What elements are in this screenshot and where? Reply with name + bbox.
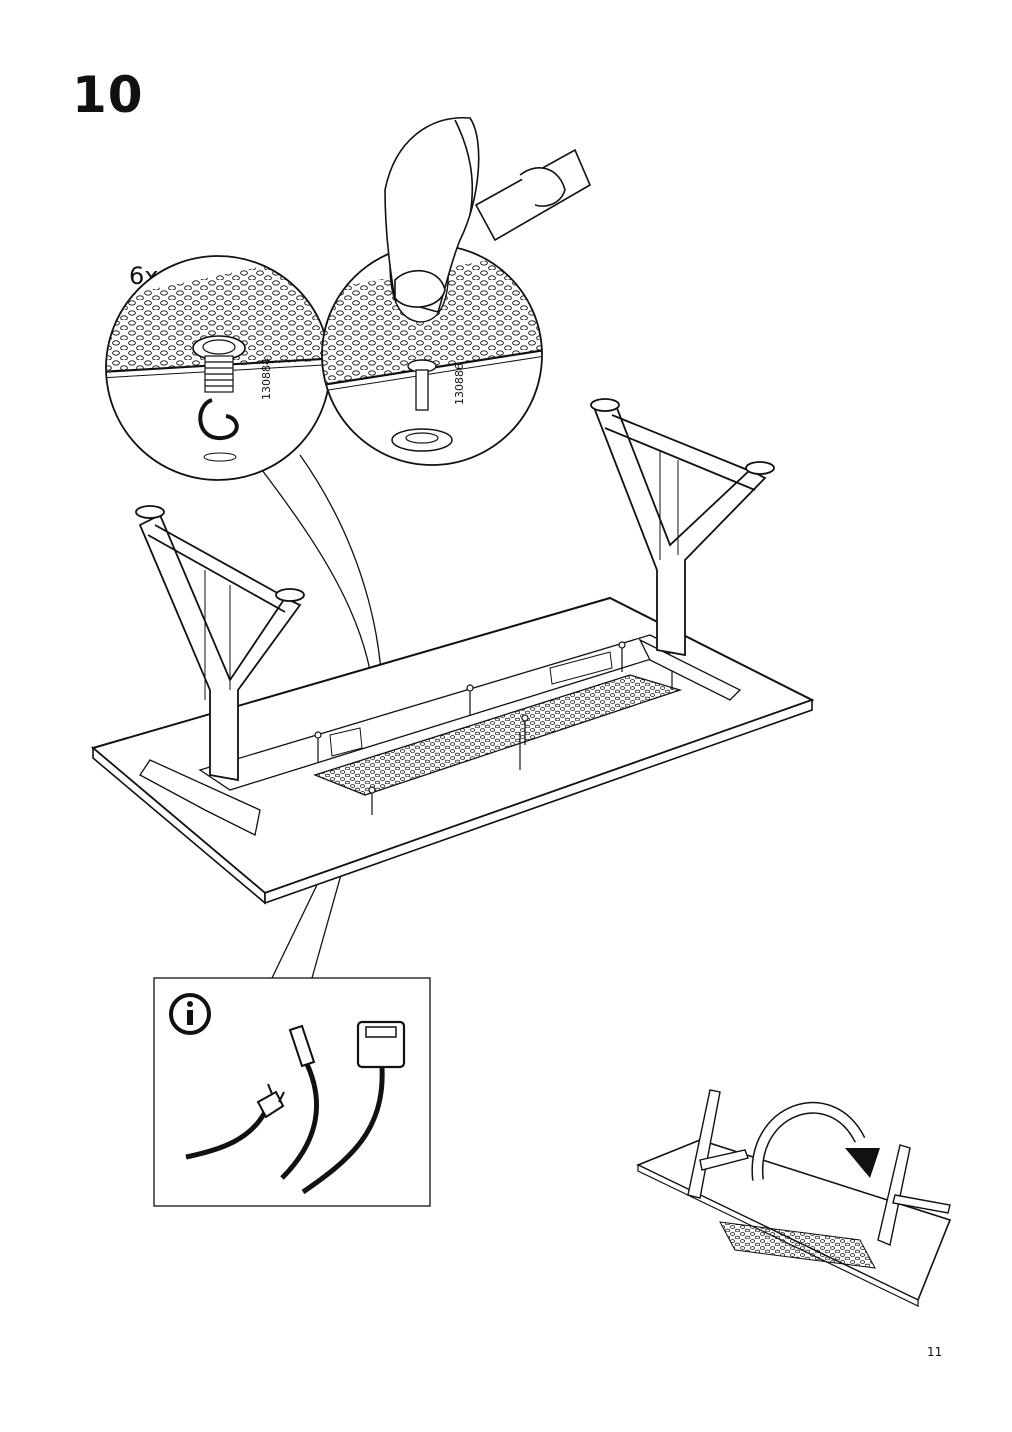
hammer-icon	[384, 117, 592, 313]
rotate-arrow-icon	[845, 1148, 880, 1178]
info-box	[153, 977, 431, 1207]
page-number: 11	[927, 1345, 943, 1359]
part-number-right: 130886	[453, 363, 466, 405]
round-connector-cable-icon	[280, 1024, 319, 1180]
flip-table-small	[636, 1089, 952, 1307]
leg-left	[135, 505, 305, 782]
table-top	[90, 596, 815, 905]
info-icon	[169, 993, 211, 1035]
detail-circle-left: 130884	[105, 255, 331, 481]
step-number: 10	[72, 66, 144, 124]
leg-right	[590, 398, 775, 657]
plug-cable-icon	[185, 1083, 285, 1160]
detail-circle-right: 130886	[321, 244, 543, 466]
part-number-left: 130884	[260, 358, 273, 400]
flat-connector-cable-icon	[301, 1020, 406, 1195]
